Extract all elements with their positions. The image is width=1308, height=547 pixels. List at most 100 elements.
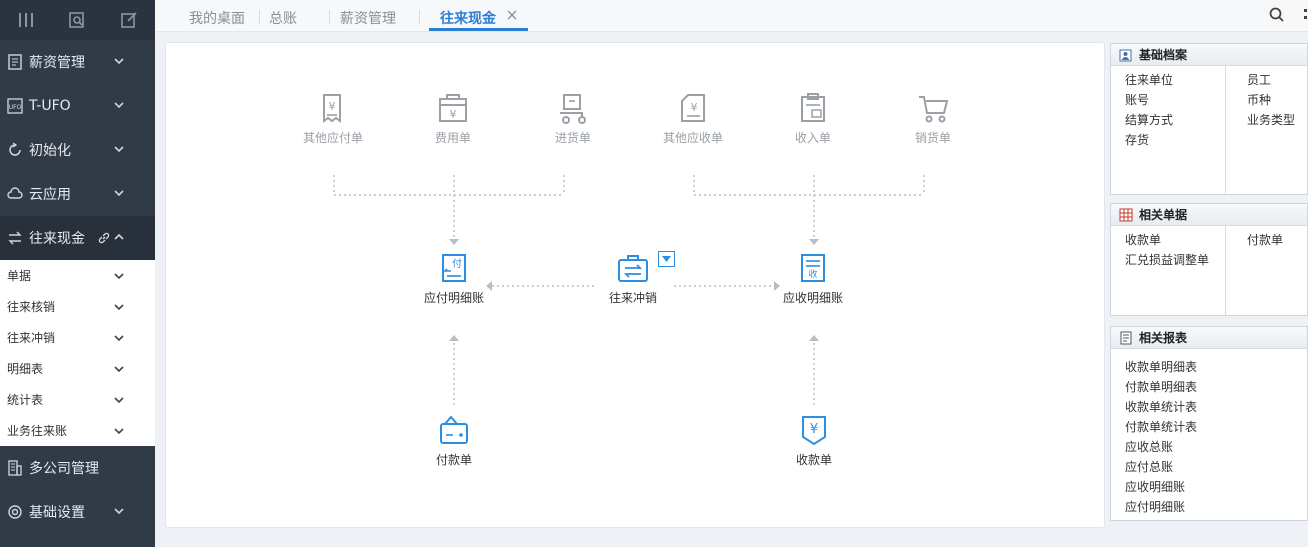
sidebar-subitem-offset[interactable]: 往来冲销 [0, 322, 155, 353]
link-icon[interactable] [97, 231, 111, 245]
link-partner-unit[interactable]: 往来单位 [1125, 73, 1174, 87]
settings-icon [6, 503, 24, 521]
panel-col-right: 付款单 [1226, 226, 1283, 315]
panel-title: 相关单据 [1139, 208, 1188, 222]
flow-node-payment[interactable]: 付款单 [409, 413, 499, 468]
link-payable-detail-ledger[interactable]: 应付明细账 [1125, 500, 1186, 514]
panel-col-left: 往来单位 账号 结算方式 存货 [1111, 66, 1226, 194]
link-business-type[interactable]: 业务类型 [1247, 113, 1296, 127]
sidebar-subitem-label: 往来冲销 [7, 331, 56, 345]
payment-wallet-icon [440, 415, 468, 444]
sidebar-subitem-label: 明细表 [7, 362, 44, 376]
flow-node-income[interactable]: 收入单 [768, 91, 858, 146]
sidebar-subitem-business-accounts[interactable]: 业务往来账 [0, 415, 155, 446]
flow-node-sales[interactable]: 销货单 [888, 91, 978, 146]
sidebar-item-cloud[interactable]: 云应用 [0, 172, 155, 216]
link-receipt-stats-report[interactable]: 收款单统计表 [1125, 400, 1198, 414]
link-payment-detail-report[interactable]: 付款单明细表 [1125, 380, 1198, 394]
transfer-icon [6, 229, 24, 247]
chevron-down-icon [113, 425, 125, 437]
purchase-icon [560, 94, 586, 124]
flow-node-label: 付款单 [435, 453, 472, 467]
link-inventory[interactable]: 存货 [1125, 133, 1150, 147]
sales-cart-icon [919, 96, 949, 123]
sidebar-subitem-documents[interactable]: 单据 [0, 260, 155, 291]
menu-icon[interactable] [16, 10, 36, 30]
flow-node-label: 应付明细账 [423, 291, 484, 305]
flow-node-label: 往来冲销 [608, 291, 657, 305]
svg-text:UFO: UFO [9, 104, 22, 111]
link-receivable-detail-ledger[interactable]: 应收明细账 [1125, 480, 1186, 494]
tab-payroll[interactable]: 薪资管理 [340, 11, 396, 27]
link-receipt-detail-report[interactable]: 收款单明细表 [1125, 360, 1198, 374]
link-receivable-general-ledger[interactable]: 应收总账 [1125, 440, 1174, 454]
sidebar-item-multi-company[interactable]: 多公司管理 [0, 446, 155, 490]
sidebar: 薪资管理 UFO T-UFO 初始化 云应用 往来现金 单据 往来核销 往来冲销… [0, 0, 155, 547]
sidebar-item-init[interactable]: 初始化 [0, 128, 155, 172]
svg-text:付: 付 [452, 257, 462, 270]
link-payable-general-ledger[interactable]: 应付总账 [1125, 460, 1174, 474]
sidebar-item-label: 云应用 [29, 187, 71, 203]
flow-node-other-payable[interactable]: ¥ 其他应付单 [288, 91, 378, 146]
sidebar-subitem-reconcile[interactable]: 往来核销 [0, 291, 155, 322]
flow-node-label: 收入单 [794, 131, 831, 145]
link-fx-adjustment-doc[interactable]: 汇兑损益调整单 [1125, 253, 1210, 267]
tab-general-ledger[interactable]: 总账 [269, 11, 297, 27]
flow-node-label: 收款单 [795, 453, 832, 467]
flow-connectors [333, 175, 925, 408]
sidebar-item-basic-settings[interactable]: 基础设置 [0, 490, 155, 534]
sidebar-subitem-label: 单据 [7, 269, 32, 283]
more-icon[interactable] [1302, 6, 1308, 26]
sidebar-subitem-label: 统计表 [7, 393, 44, 407]
link-payment-doc[interactable]: 付款单 [1247, 233, 1284, 247]
sidebar-item-label: 薪资管理 [29, 55, 85, 71]
chevron-up-icon [113, 231, 125, 243]
flow-node-other-receivable[interactable]: ¥ 其他应收单 [648, 91, 738, 146]
expense-icon: ¥ [439, 94, 467, 122]
sidebar-item-label: 基础设置 [29, 505, 85, 521]
chevron-down-icon [113, 270, 125, 282]
active-tab-indicator [429, 28, 528, 31]
income-icon [801, 93, 825, 122]
link-settlement-method[interactable]: 结算方式 [1125, 113, 1174, 127]
panel-col-right: 员工 币种 业务类型 [1226, 66, 1295, 194]
svg-text:收: 收 [808, 268, 817, 280]
link-payment-stats-report[interactable]: 付款单统计表 [1125, 420, 1198, 434]
sidebar-item-label: 多公司管理 [29, 461, 99, 477]
panel-body: 收款单明细表 付款单明细表 收款单统计表 付款单统计表 应收总账 应付总账 应收… [1111, 349, 1307, 520]
svg-text:¥: ¥ [329, 100, 336, 113]
close-icon[interactable] [506, 9, 518, 21]
flow-node-receipt[interactable]: ¥ 收款单 [769, 413, 859, 468]
sidebar-item-t-ufo[interactable]: UFO T-UFO [0, 84, 155, 128]
edit-icon[interactable] [119, 10, 139, 30]
panel-header: 基础档案 [1111, 44, 1307, 66]
payroll-icon [6, 53, 24, 71]
link-currency[interactable]: 币种 [1247, 93, 1272, 107]
flow-panel: ¥ 其他应付单 ¥ 费用单 进货单 ¥ 其他应收单 收入单 销货单 付 应付明细… [165, 42, 1105, 528]
flow-node-receivable-ledger[interactable]: 收 应收明细账 [768, 251, 858, 306]
sidebar-subitem-detail[interactable]: 明细表 [0, 353, 155, 384]
link-receipt-doc[interactable]: 收款单 [1125, 233, 1162, 247]
panel-body: 往来单位 账号 结算方式 存货 员工 币种 业务类型 [1111, 66, 1307, 194]
flow-node-purchase[interactable]: 进货单 [528, 91, 618, 146]
link-account[interactable]: 账号 [1125, 93, 1150, 107]
user-card-icon [1119, 49, 1132, 61]
panel-body: 收款单 汇兑损益调整单 付款单 [1111, 226, 1307, 315]
panel-related-documents: 相关单据 收款单 汇兑损益调整单 付款单 [1110, 203, 1308, 316]
svg-text:¥: ¥ [691, 101, 698, 114]
sidebar-item-cash-transfer[interactable]: 往来现金 [0, 216, 155, 260]
sidebar-subitem-statistics[interactable]: 统计表 [0, 384, 155, 415]
sidebar-toolbar [0, 0, 155, 40]
tab-my-desktop[interactable]: 我的桌面 [189, 11, 245, 27]
link-employee[interactable]: 员工 [1247, 73, 1272, 87]
tab-cash-transfer[interactable]: 往来现金 [440, 11, 496, 27]
search-doc-icon[interactable] [67, 10, 87, 30]
search-icon[interactable] [1268, 6, 1288, 26]
tab-divider [329, 10, 330, 24]
flow-node-offset[interactable]: 往来冲销 [588, 251, 678, 306]
sidebar-item-payroll[interactable]: 薪资管理 [0, 40, 155, 84]
offset-dropdown-button[interactable] [658, 251, 675, 267]
flow-node-expense[interactable]: ¥ 费用单 [408, 91, 498, 146]
flow-node-payable-ledger[interactable]: 付 应付明细账 [409, 251, 499, 306]
panel-col-single: 收款单明细表 付款单明细表 收款单统计表 付款单统计表 应收总账 应付总账 应收… [1111, 349, 1197, 520]
